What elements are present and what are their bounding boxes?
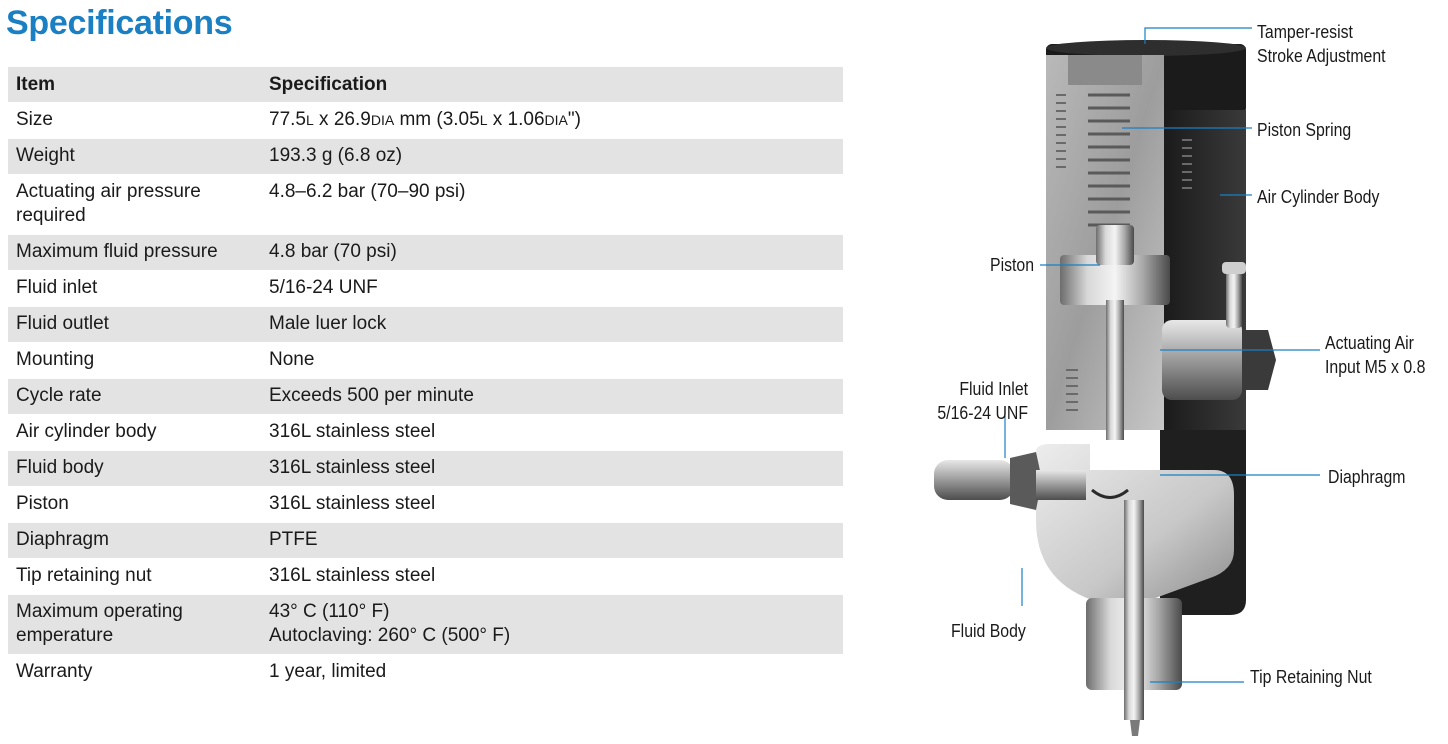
spec-cell: PTFE [269,529,318,550]
table-row: Fluid outlet Male luer lock [8,306,843,343]
table-row: Fluid inlet 5/16-24 UNF [8,270,843,307]
item-cell: Mounting [16,349,95,370]
table-row: Maximum operating emperature 43° C (110°… [8,594,843,655]
item-cell: Cycle rate [16,385,102,406]
table-row: Fluid body 316L stainless steel [8,450,843,487]
table-row: Piston 316L stainless steel [8,486,843,523]
piston-spring [1088,93,1130,227]
spec-cell: None [269,349,315,370]
spec-cell: 316L stainless steel [269,565,436,586]
table-row: Cycle rate Exceeds 500 per minute [8,378,843,415]
table-row: Actuating air pressure required 4.8–6.2 … [8,174,843,235]
table-row: Maximum fluid pressure 4.8 bar (70 psi) [8,234,843,271]
callout-fluid-body: Fluid Body [951,621,1026,641]
item-cell: Air cylinder body [16,421,157,442]
spec-cell: 193.3 g (6.8 oz) [269,145,403,166]
header-item: Item [16,74,56,95]
spec-cell: 43° C (110° F) Autoclaving: 260° C (500° … [263,595,843,655]
table-row: Warranty 1 year, limited [8,654,843,691]
table-header-row: Item Specification [8,67,843,103]
item-cell: Maximum fluid pressure [16,241,218,262]
spec-cell: 316L stainless steel [269,421,436,442]
item-cell: Maximum operating emperature [16,601,183,646]
item-cell: Tip retaining nut [16,565,152,586]
air-input-fitting [1162,262,1276,400]
item-cell: Size [16,109,53,130]
item-cell: Piston [16,493,69,514]
valve-cutaway-diagram [934,27,1320,736]
spec-cell: 1 year, limited [269,661,387,682]
callout-piston: Piston [989,255,1034,275]
table-row: Diaphragm PTFE [8,522,843,559]
spec-cell: 4.8 bar (70 psi) [269,241,397,262]
piston [1060,225,1170,510]
callout-diaphragm: Diaphragm [1328,467,1406,487]
spec-line: Autoclaving: 260° C (500° F) [269,625,511,646]
table-row: Tip retaining nut 316L stainless steel [8,558,843,595]
spec-cell: Exceeds 500 per minute [269,385,474,406]
table-row: Weight 193.3 g (6.8 oz) [8,138,843,175]
callout-piston-spring: Piston Spring [1257,120,1352,140]
spec-cell: 316L stainless steel [269,493,436,514]
specifications-table: Item Specification Size 77.5L x 26.9DIA … [8,67,843,691]
callout-tamper-resist: Tamper-resist Stroke Adjustment [1257,22,1386,66]
table-row: Air cylinder body 316L stainless steel [8,414,843,451]
table-row: Mounting None [8,342,843,379]
callout-leaders [1004,27,1320,683]
spec-cell: 4.8–6.2 bar (70–90 psi) [269,181,466,202]
item-cell: Fluid body [16,457,104,478]
spec-cell: 316L stainless steel [269,457,436,478]
thread-marks [1056,94,1192,411]
page-title: Specifications [6,4,233,42]
spec-cell: 5/16-24 UNF [269,277,378,298]
item-cell: Fluid inlet [16,277,98,298]
item-cell: Fluid outlet [16,313,109,334]
spec-line: 43° C (110° F) [269,601,390,622]
callout-tip-retaining-nut: Tip Retaining Nut [1250,667,1372,687]
item-cell: Diaphragm [16,529,109,550]
item-cell: Actuating air pressure required [16,181,201,226]
fluid-inlet-fitting [934,452,1086,510]
spec-cell: 77.5L x 26.9DIA mm (3.05L x 1.06DIA") [269,109,581,130]
header-specification: Specification [269,74,388,95]
table-row: Size 77.5L x 26.9DIA mm (3.05L x 1.06DIA… [8,102,843,139]
callout-air-cylinder-body: Air Cylinder Body [1257,187,1380,207]
callout-actuating-air-input: Actuating Air Input M5 x 0.8 [1325,333,1426,377]
item-cell: Weight [16,145,75,166]
callout-fluid-inlet: Fluid Inlet 5/16-24 UNF [937,379,1028,423]
tip-retaining-nut [1086,500,1182,736]
spec-cell: Male luer lock [269,313,387,334]
item-cell: Warranty [16,661,93,682]
